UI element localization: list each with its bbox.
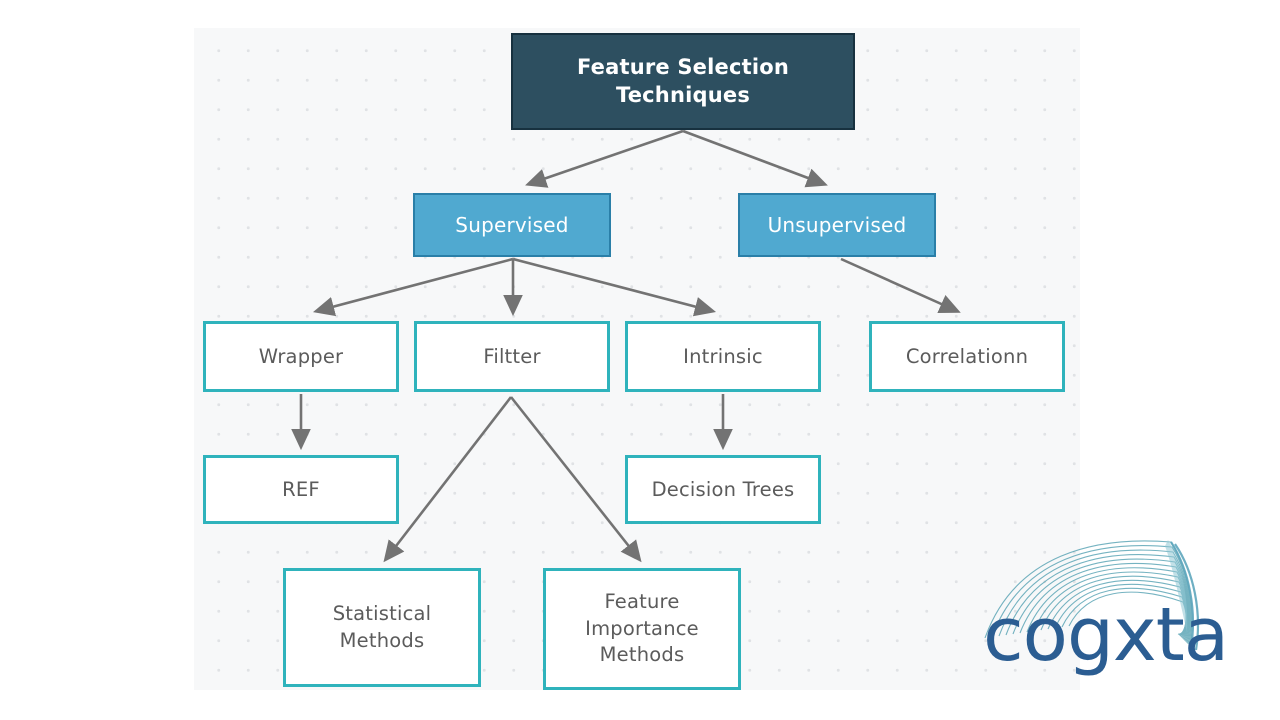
node-intrinsic-label: Intrinsic bbox=[683, 344, 763, 368]
node-correlationn[interactable]: Correlationn bbox=[869, 321, 1065, 392]
node-decision-trees[interactable]: Decision Trees bbox=[625, 455, 821, 524]
node-filtter[interactable]: Filtter bbox=[414, 321, 610, 392]
node-ref[interactable]: REF bbox=[203, 455, 399, 524]
node-correlationn-label: Correlationn bbox=[905, 344, 1029, 368]
node-decision-trees-label: Decision Trees bbox=[651, 477, 795, 501]
node-intrinsic[interactable]: Intrinsic bbox=[625, 321, 821, 392]
node-supervised-label: Supervised bbox=[455, 212, 569, 237]
node-root-label: Feature Selection Techniques bbox=[576, 54, 790, 107]
node-unsupervised-label: Unsupervised bbox=[767, 212, 907, 237]
node-unsupervised[interactable]: Unsupervised bbox=[738, 193, 936, 257]
node-wrapper-label: Wrapper bbox=[258, 344, 344, 368]
node-ref-label: REF bbox=[282, 477, 320, 501]
node-supervised[interactable]: Supervised bbox=[413, 193, 611, 257]
node-filtter-label: Filtter bbox=[483, 344, 541, 368]
node-root[interactable]: Feature Selection Techniques bbox=[511, 33, 855, 130]
node-wrapper[interactable]: Wrapper bbox=[203, 321, 399, 392]
